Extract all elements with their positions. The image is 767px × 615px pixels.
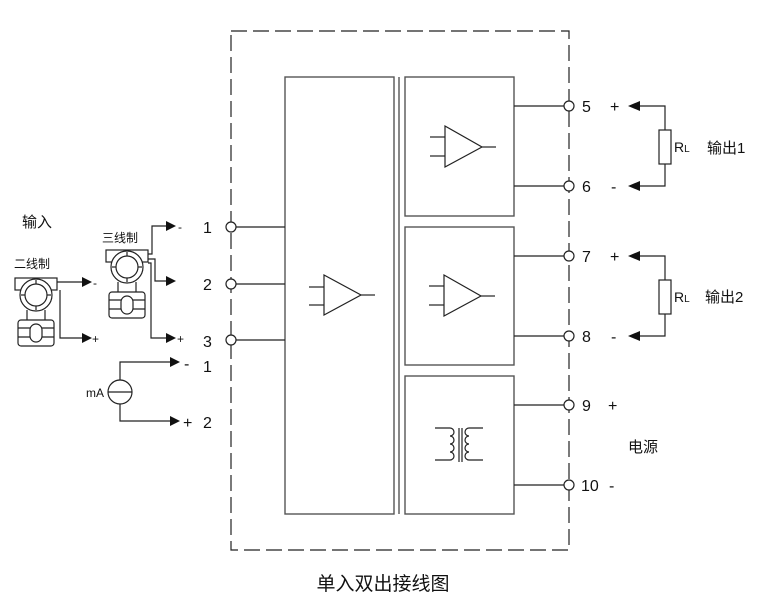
load-circuit-2: RL 输出2: [628, 251, 743, 341]
terminal-10: [563, 479, 575, 491]
terminal-8: [563, 330, 575, 342]
module-enclosure: [230, 30, 570, 551]
load-resistor-1: [658, 129, 672, 165]
terminal-2-label: 2: [203, 277, 212, 294]
current-source-plus: +: [183, 415, 192, 432]
output-amplifier-1-icon: [430, 124, 496, 169]
current-source-minus: -: [184, 356, 189, 373]
output-block-2: [404, 226, 515, 366]
terminal-6: [563, 180, 575, 192]
arrow-right-icon: [170, 416, 180, 426]
terminal-1: [225, 221, 237, 233]
load-resistor-2: [658, 279, 672, 315]
arrow-left-icon: [628, 181, 640, 191]
three-wire-plus: +: [177, 332, 184, 346]
two-wire-plus: +: [92, 332, 99, 346]
arrow-right-icon: [82, 277, 92, 287]
current-source: mA - 1 + 2: [86, 356, 212, 432]
terminal-5-label: 5: [582, 99, 591, 116]
load-circuit-1: RL 输出1: [628, 101, 745, 191]
arrow-right-icon: [170, 357, 180, 367]
diagram-title: 单入双出接线图: [316, 573, 449, 595]
two-wire-label: 二线制: [14, 257, 50, 271]
load-label-2: RL: [674, 289, 690, 305]
terminal-6-sign: -: [611, 179, 616, 196]
arrow-right-icon: [166, 221, 176, 231]
input-label: 输入: [22, 214, 52, 231]
terminal-7-sign: +: [610, 249, 619, 266]
three-wire-label: 三线制: [102, 231, 138, 245]
terminal-10-label: 10: [581, 478, 599, 495]
terminal-3: [225, 334, 237, 346]
three-wire-minus: -: [178, 220, 182, 234]
terminal-8-sign: -: [611, 329, 616, 346]
output-1-label: 输出1: [707, 140, 745, 157]
terminal-5-sign: +: [610, 99, 619, 116]
terminal-9-label: 9: [582, 398, 591, 415]
arrow-right-icon: [166, 333, 176, 343]
current-source-terminal-1: 1: [203, 359, 212, 376]
terminal-10-sign: -: [609, 478, 614, 495]
terminal-1-label: 1: [203, 220, 212, 237]
output-amplifier-2-icon: [429, 273, 495, 318]
output-block-1: [404, 76, 515, 217]
current-source-label: mA: [86, 386, 104, 400]
terminal-2: [225, 278, 237, 290]
three-wire-transmitter-icon: [105, 249, 149, 319]
input-amplifier-icon: [309, 273, 375, 317]
terminal-7: [563, 250, 575, 262]
two-wire-minus: -: [93, 276, 97, 290]
transformer-icon: [435, 427, 483, 462]
terminal-9: [563, 399, 575, 411]
power-label: 电源: [628, 439, 658, 456]
arrow-left-icon: [628, 251, 640, 261]
terminal-9-sign: +: [608, 398, 617, 415]
terminal-7-label: 7: [582, 249, 591, 266]
terminal-5: [563, 100, 575, 112]
output-2-label: 输出2: [705, 289, 743, 306]
input-block: [284, 76, 395, 515]
load-label-1: RL: [674, 139, 690, 155]
arrow-left-icon: [628, 331, 640, 341]
terminal-3-label: 3: [203, 334, 212, 351]
arrow-right-icon: [166, 276, 176, 286]
terminal-6-label: 6: [582, 179, 591, 196]
two-wire-transmitter-icon: [14, 277, 58, 347]
terminal-8-label: 8: [582, 329, 591, 346]
arrow-left-icon: [628, 101, 640, 111]
arrow-right-icon: [82, 333, 92, 343]
current-source-terminal-2: 2: [203, 415, 212, 432]
